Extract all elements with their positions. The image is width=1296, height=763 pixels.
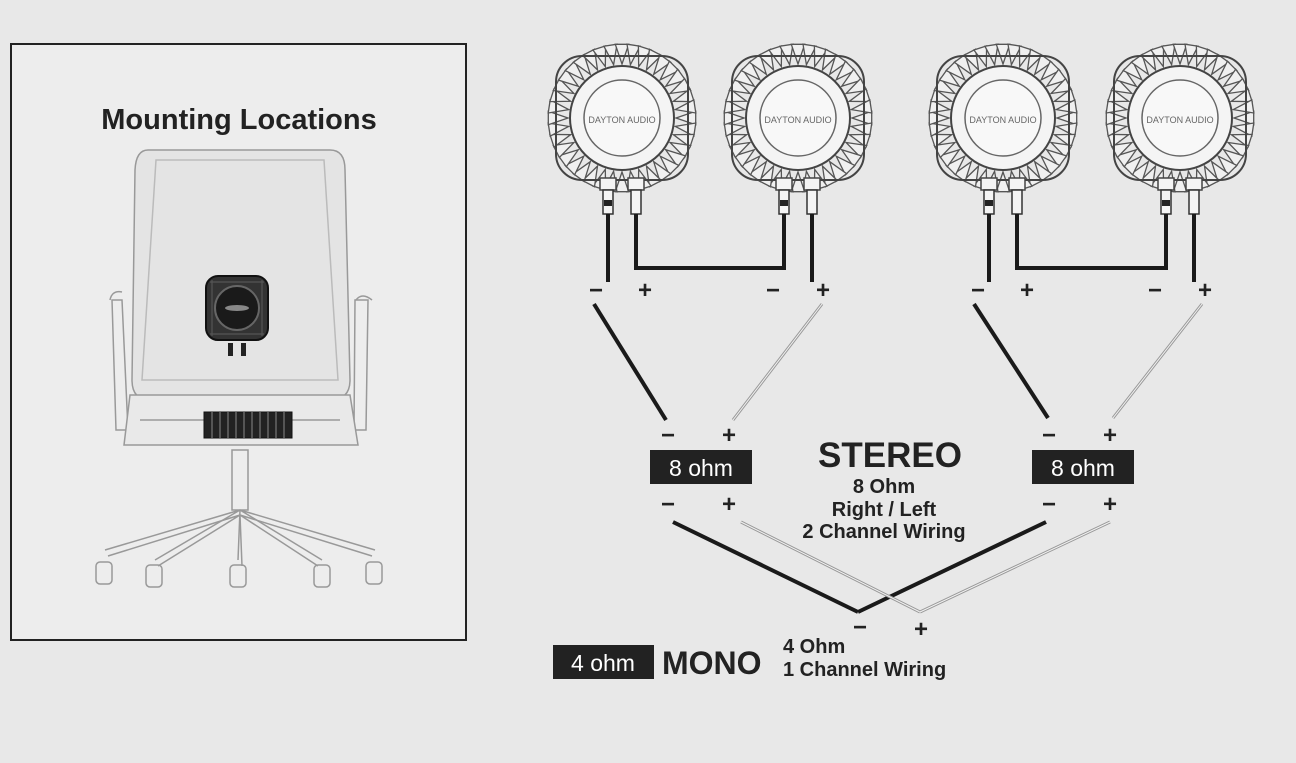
negative-sign: − — [853, 614, 867, 641]
seat-transducer — [203, 411, 293, 439]
mono-4ohm-badge — [553, 645, 654, 679]
transducer-terminal-signs: − + − + − + − + — [589, 277, 1212, 304]
right-8ohm-junction: − + 8 ohm − + — [1032, 422, 1134, 518]
negative-sign: − — [589, 277, 603, 304]
stereo-line: 2 Channel Wiring — [802, 521, 965, 543]
positive-sign: + — [1198, 277, 1212, 304]
positive-sign: + — [1103, 491, 1117, 518]
stereo-wires — [592, 302, 1204, 422]
stereo-line: Right / Left — [832, 499, 937, 521]
positive-sign: + — [914, 616, 928, 643]
negative-sign: − — [1148, 277, 1162, 304]
transducer-1: DAYTON AUDIO — [547, 43, 697, 215]
positive-sign: + — [1020, 277, 1034, 304]
negative-sign: − — [661, 422, 675, 449]
mono-line: 1 Channel Wiring — [783, 659, 946, 681]
negative-sign: − — [1042, 422, 1056, 449]
mono-heading: MONO — [662, 645, 762, 681]
mono-output: − + 4 ohm MONO 4 Ohm 1 Channel Wiring — [553, 614, 946, 681]
positive-sign: + — [722, 422, 736, 449]
left-8ohm-badge — [650, 450, 752, 484]
transducer-4: DAYTON AUDIO — [1105, 43, 1255, 215]
mounting-panel: Mounting Locations — [10, 43, 467, 641]
transducer-brand: DAYTON AUDIO — [1146, 115, 1213, 125]
mono-line: 4 Ohm — [783, 636, 845, 658]
negative-sign: − — [971, 277, 985, 304]
left-8ohm-label: 8 ohm — [669, 455, 733, 481]
transducer-brand: DAYTON AUDIO — [588, 115, 655, 125]
positive-sign: + — [1103, 422, 1117, 449]
panel-title: Mounting Locations — [101, 104, 376, 136]
left-8ohm-junction: − + 8 ohm − + — [650, 422, 752, 518]
stereo-description: STEREO 8 Ohm Right / Left 2 Channel Wiri… — [802, 436, 965, 543]
right-8ohm-label: 8 ohm — [1051, 455, 1115, 481]
transducer-brand: DAYTON AUDIO — [764, 115, 831, 125]
positive-sign: + — [638, 277, 652, 304]
stereo-line: 8 Ohm — [853, 476, 915, 498]
transducer-wires — [606, 214, 1196, 282]
right-8ohm-badge — [1032, 450, 1134, 484]
transducer-brand: DAYTON AUDIO — [969, 115, 1036, 125]
mono-4ohm-label: 4 ohm — [571, 650, 635, 676]
mono-wires — [672, 520, 1111, 614]
negative-sign: − — [1042, 491, 1056, 518]
transducer-3: DAYTON AUDIO — [928, 43, 1078, 215]
backrest-transducer — [205, 275, 269, 356]
positive-sign: + — [722, 491, 736, 518]
negative-sign: − — [661, 491, 675, 518]
stereo-heading: STEREO — [818, 436, 962, 475]
positive-sign: + — [816, 277, 830, 304]
negative-sign: − — [766, 277, 780, 304]
transducer-2: DAYTON AUDIO — [723, 43, 873, 215]
